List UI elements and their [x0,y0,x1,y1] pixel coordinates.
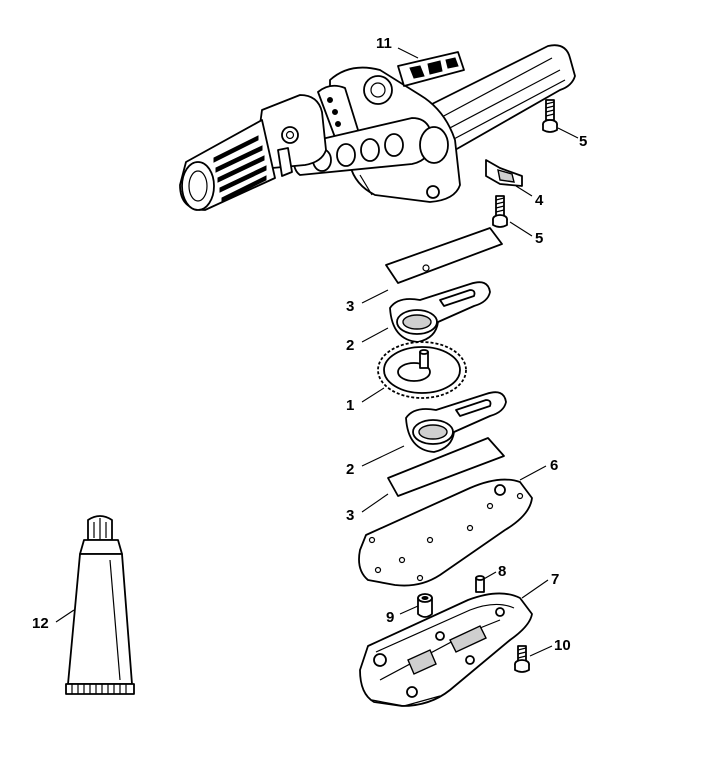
callout-3-lower: 3 [346,507,354,524]
callout-7: 7 [551,571,559,588]
part-2-bearing-arm-upper [389,281,491,343]
part-7-housing-cover [359,592,533,707]
callouts: 11 5 4 5 3 2 1 2 3 6 8 7 9 10 12 [32,35,587,654]
callout-5-lower: 5 [535,230,543,247]
callout-2-lower: 2 [346,461,354,478]
callout-10: 10 [554,637,571,654]
gear-housing-assembly [179,44,576,211]
part-12-grease-tube [65,515,135,695]
callout-11: 11 [376,35,392,52]
part-5-screw-upper [542,99,558,133]
part-6-cover-gasket [358,478,533,587]
callout-2-upper: 2 [346,337,354,354]
part-10-screw [514,645,530,673]
part-4-clip [485,159,523,187]
part-11-label-plate [397,51,465,87]
callout-5-upper: 5 [579,133,587,150]
callout-1: 1 [346,397,354,414]
part-1-gear [377,341,467,399]
part-3-plate-lower [387,437,505,497]
callout-8: 8 [498,563,506,580]
leader-lines [55,47,579,657]
part-8-pin [475,575,485,593]
part-9-bushing [417,593,433,618]
callout-6: 6 [550,457,558,474]
callout-9: 9 [386,609,394,626]
callout-3-upper: 3 [346,298,354,315]
part-2-bearing-arm-lower [405,391,507,453]
part-3-plate-upper [385,227,503,284]
callout-4: 4 [535,192,544,209]
part-5-screw-lower [492,195,508,228]
callout-12: 12 [32,615,49,632]
